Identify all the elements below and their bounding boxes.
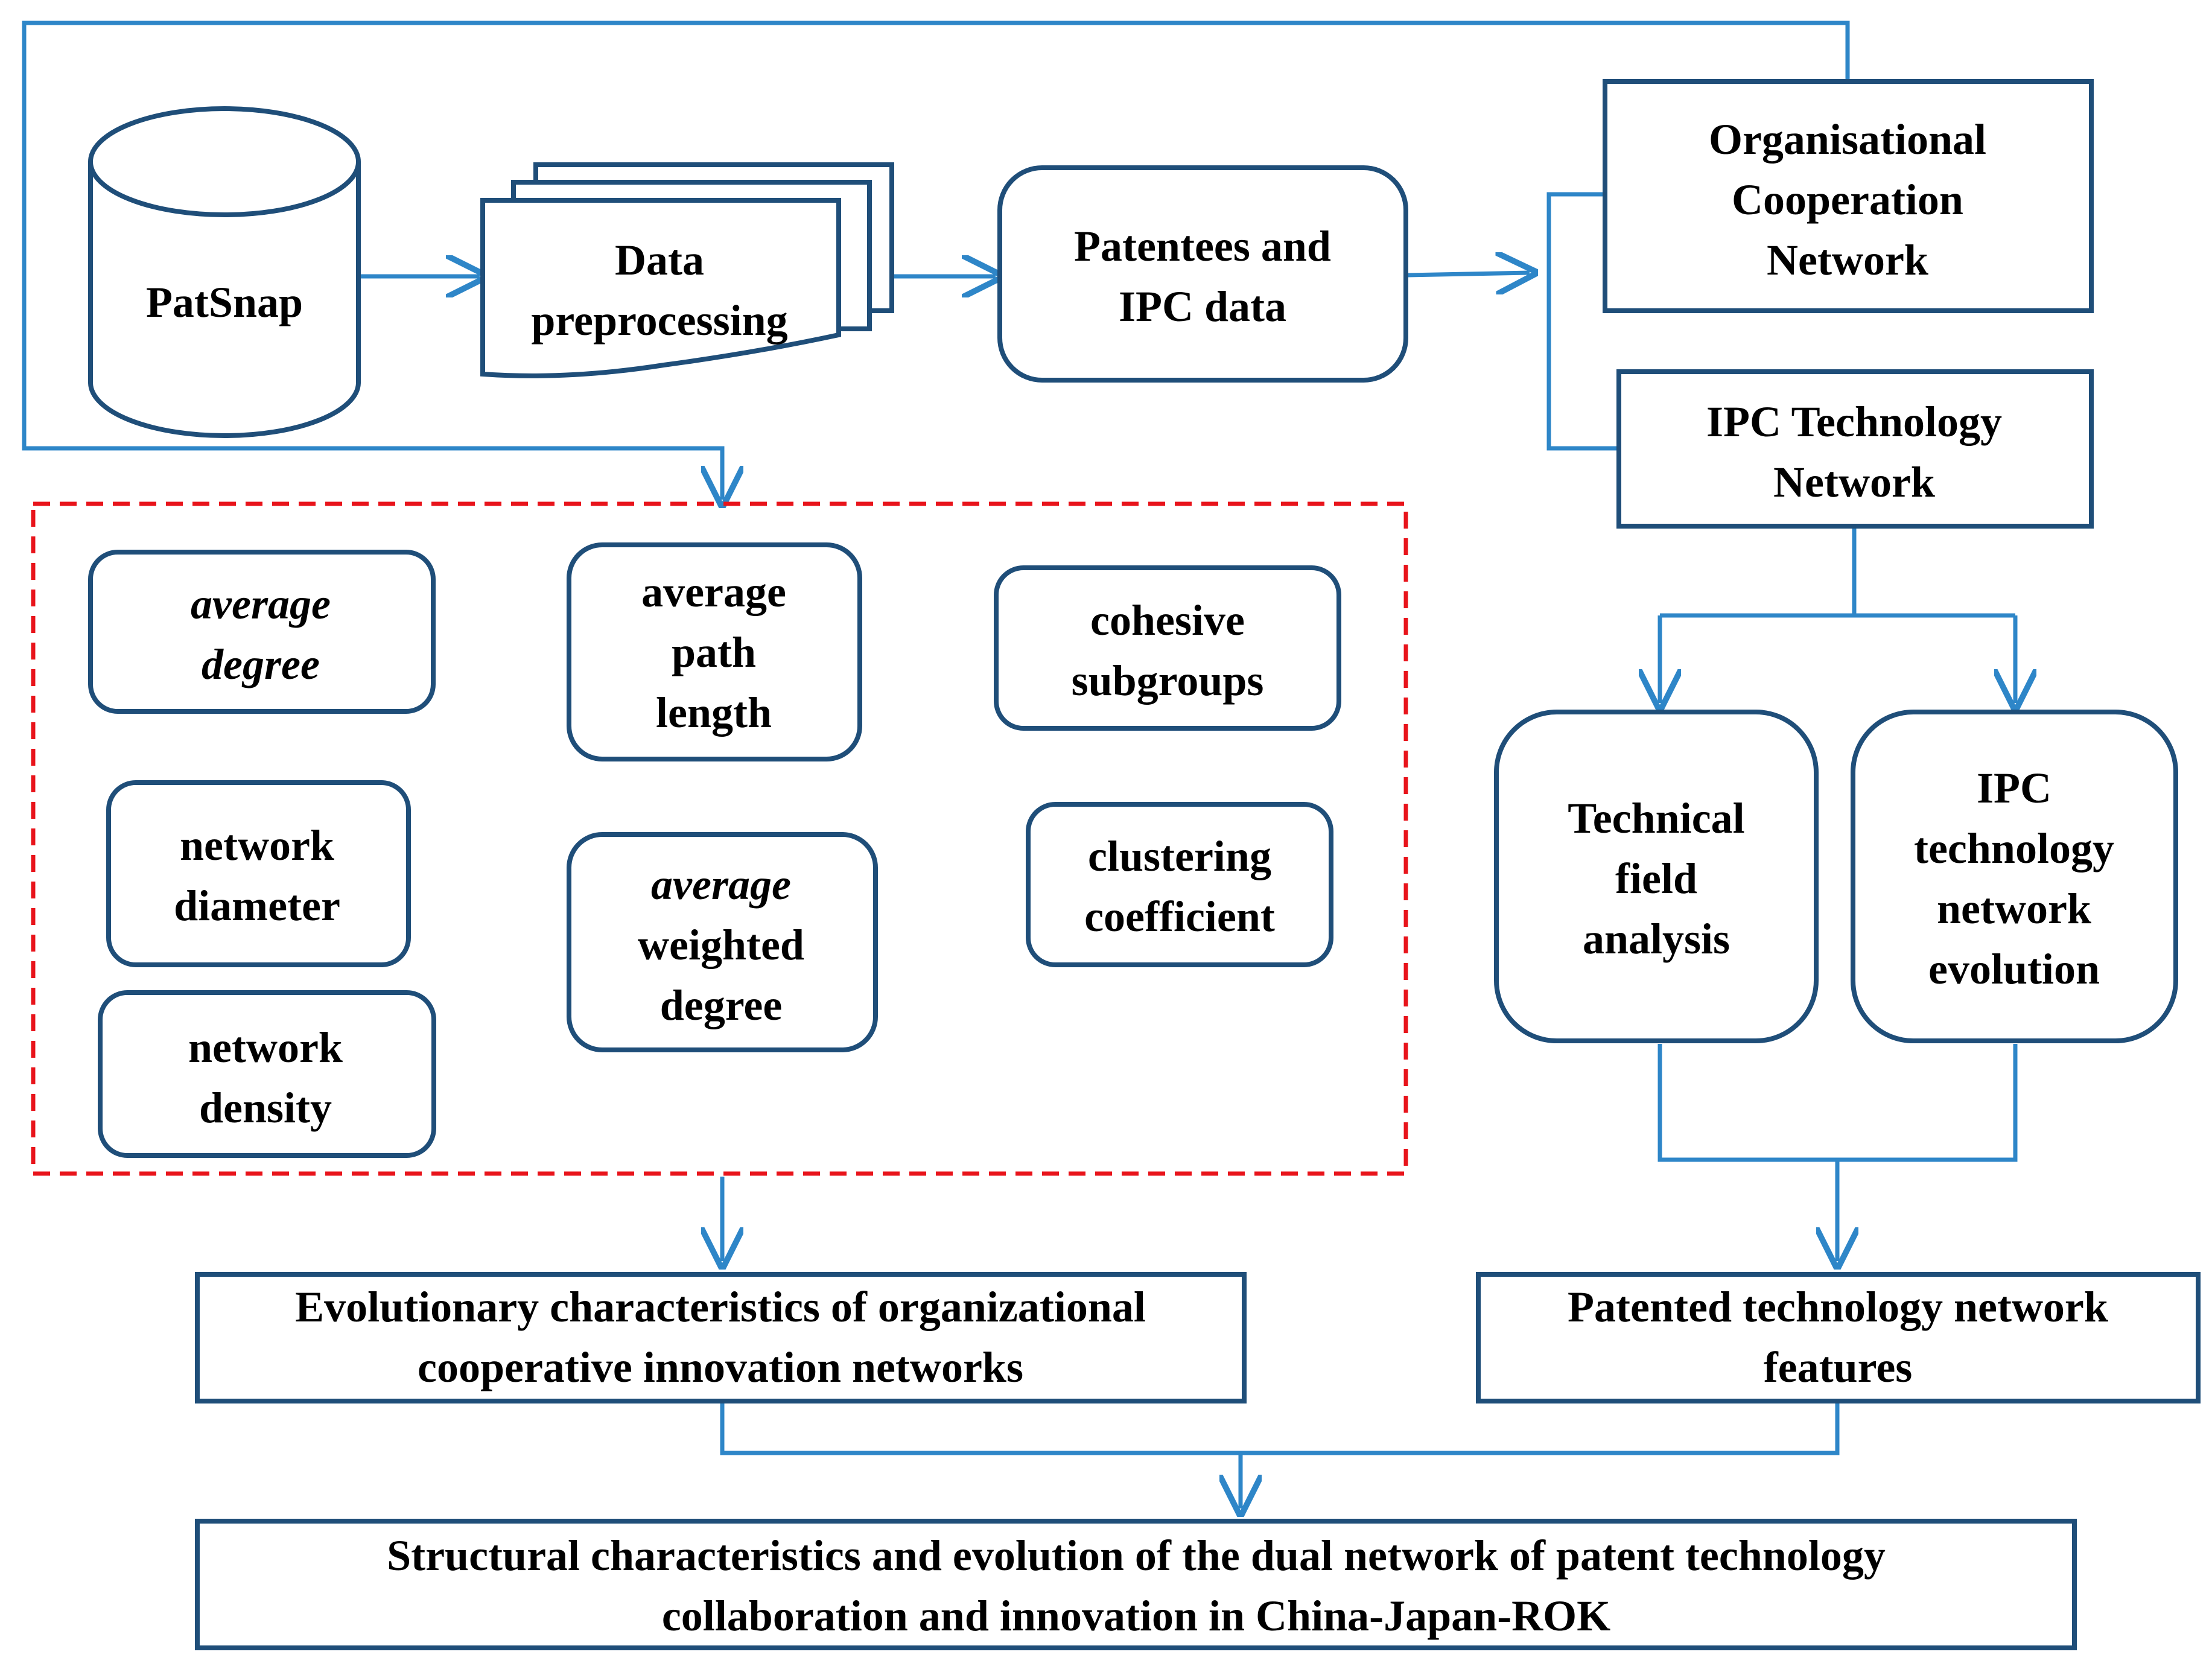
technical-field-box	[1494, 710, 1819, 1043]
metric-box	[106, 780, 411, 967]
metric-label: degree	[202, 640, 320, 688]
metric-label: average	[641, 568, 786, 616]
patentees-ipc-box	[997, 165, 1408, 383]
technical-field-analysis: Technical field analysis	[1494, 710, 1819, 1043]
structural-label: Structural characteristics and evolution…	[387, 1531, 1886, 1580]
metric-label: degree	[660, 981, 783, 1029]
data-preprocessing-label: Data	[615, 236, 704, 284]
evolutionary-label: Evolutionary characteristics of organiza…	[295, 1283, 1146, 1331]
connectors	[22, 21, 2018, 1508]
patsnap-label: PatSnap	[146, 278, 303, 326]
technical-field-label: analysis	[1583, 915, 1730, 963]
metric-average-path-length: average path length	[567, 542, 862, 761]
metric-label: subgroups	[1072, 656, 1264, 705]
metric-box	[567, 542, 862, 761]
ipc-evolution-label: network	[1937, 885, 2091, 933]
org-network-label: Cooperation	[1732, 176, 1963, 224]
evolutionary-label: cooperative innovation networks	[418, 1343, 1023, 1391]
metric-label: density	[199, 1084, 332, 1132]
org-network-label: Organisational	[1709, 115, 1986, 164]
ipc-network-label: Network	[1773, 458, 1935, 506]
structural-label: collaboration and innovation in China-Ja…	[662, 1592, 1610, 1640]
org-network-label: Network	[1767, 236, 1928, 284]
data-preprocessing-label: preprocessing	[531, 296, 787, 345]
metric-label: average	[191, 580, 331, 628]
database-icon	[87, 106, 361, 438]
metric-label: coefficient	[1084, 892, 1275, 941]
metric-box	[98, 990, 436, 1158]
dashed-group-border	[31, 501, 1408, 1176]
ipc-technology-network-evolution: IPC technology network evolution	[1851, 710, 2178, 1043]
metric-box	[994, 565, 1341, 731]
ipc-evolution-label: technology	[1914, 824, 2114, 873]
patsnap-database: PatSnap	[87, 106, 361, 438]
ipc-evolution-label: IPC	[1977, 764, 2052, 812]
metric-label: clustering	[1088, 832, 1271, 880]
structural-characteristics: Structural characteristics and evolution…	[195, 1519, 2077, 1650]
metric-label: diameter	[174, 882, 340, 930]
metric-average-degree: average degree	[88, 550, 436, 714]
evolutionary-box	[195, 1272, 1247, 1403]
metric-label: cohesive	[1090, 596, 1245, 644]
network-metrics-group: average degree average path length cohes…	[31, 501, 1408, 1176]
connector-split-bracket	[1546, 192, 1619, 451]
patentees-ipc-label: IPC data	[1119, 282, 1286, 331]
patented-features-label: Patented technology network	[1568, 1283, 2108, 1331]
metric-label: weighted	[638, 921, 804, 969]
org-network-box	[1603, 79, 2094, 313]
metric-network-density: network density	[98, 990, 436, 1158]
evolutionary-characteristics: Evolutionary characteristics of organiza…	[195, 1272, 1247, 1403]
patented-features-box	[1476, 1272, 2201, 1403]
connector-final-merge	[720, 1402, 1840, 1455]
patentees-ipc-node: Patentees and IPC data	[997, 165, 1408, 383]
ipc-network-box	[1616, 369, 2094, 529]
patented-technology-features: Patented technology network features	[1476, 1272, 2201, 1403]
connector-analysis-merge	[1657, 1044, 2018, 1162]
document-stack-front	[480, 198, 841, 378]
technical-field-label: field	[1615, 854, 1697, 903]
metric-label: average	[651, 860, 791, 909]
ipc-network-label: IPC Technology	[1706, 398, 2002, 446]
ipc-technology-network: IPC Technology Network	[1616, 369, 2094, 529]
ipc-evolution-label: evolution	[1928, 945, 2100, 993]
technical-field-label: Technical	[1568, 794, 1744, 842]
metric-clustering-coefficient: clustering coefficient	[1026, 802, 1333, 967]
metric-cohesive-subgroups: cohesive subgroups	[994, 565, 1341, 731]
metric-label: path	[672, 628, 756, 676]
structural-box	[195, 1519, 2077, 1650]
metric-box	[88, 550, 436, 714]
metric-label: network	[180, 821, 334, 869]
patented-features-label: features	[1764, 1343, 1913, 1391]
metric-label: network	[188, 1023, 343, 1072]
metric-box	[1026, 802, 1333, 967]
ipc-evolution-box	[1851, 710, 2178, 1043]
connector-feedback-loop	[22, 21, 1850, 500]
metric-box	[567, 832, 878, 1052]
metric-network-diameter: network diameter	[106, 780, 411, 967]
data-preprocessing-node: Data preprocessing	[480, 162, 894, 378]
organisational-cooperation-network: Organisational Cooperation Network	[1603, 79, 2094, 313]
connector-patentees-to-networks	[1406, 273, 1530, 275]
metric-average-weighted-degree: average weighted degree	[567, 832, 878, 1052]
metric-label: length	[656, 688, 772, 737]
patentees-ipc-label: Patentees and	[1074, 222, 1331, 270]
